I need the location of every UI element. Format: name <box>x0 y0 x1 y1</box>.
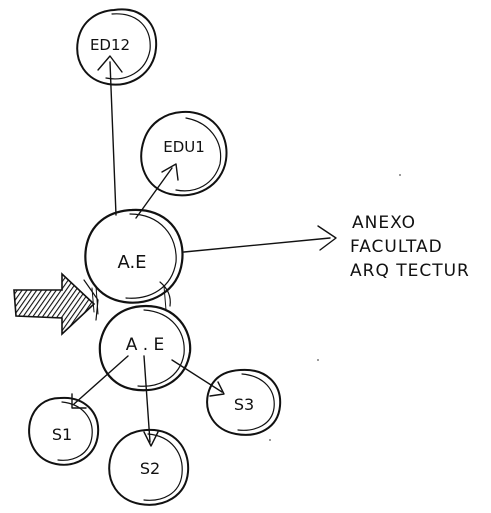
annotation-line-3: ARQ TECTUR <box>350 261 470 281</box>
node-edu1-label: EDU1 <box>163 138 205 156</box>
annotation: ANEXO FACULTAD ARQ TECTUR <box>350 213 470 281</box>
edge-ae-to-s1 <box>73 355 129 405</box>
node-s2-label: S2 <box>140 459 160 478</box>
annotation-line-1: ANEXO <box>352 213 416 233</box>
hatched-arrow <box>13 272 171 336</box>
node-ae-lower-label: A . E <box>126 335 165 355</box>
edge-ae-to-s2 <box>143 355 151 443</box>
node-ed12-label: ED12 <box>90 36 130 54</box>
ink-specks <box>269 174 401 441</box>
node-s2: S2 <box>108 428 190 506</box>
annotation-line-2: FACULTAD <box>350 237 443 257</box>
edge-ae-to-ed12 <box>109 61 117 216</box>
node-ae-lower: A . E <box>98 304 192 392</box>
node-s1: S1 <box>28 396 100 466</box>
node-ed12: ED12 <box>76 8 158 86</box>
node-edu1: EDU1 <box>140 110 228 197</box>
node-ae-upper-label: A.E <box>117 252 146 273</box>
node-s3-label: S3 <box>234 395 254 414</box>
node-s3: S3 <box>206 368 282 436</box>
node-ae-upper: A.E <box>84 208 184 304</box>
node-s1-label: S1 <box>52 425 72 444</box>
connectors <box>71 55 337 447</box>
edge-ae-to-annotation <box>183 237 331 253</box>
